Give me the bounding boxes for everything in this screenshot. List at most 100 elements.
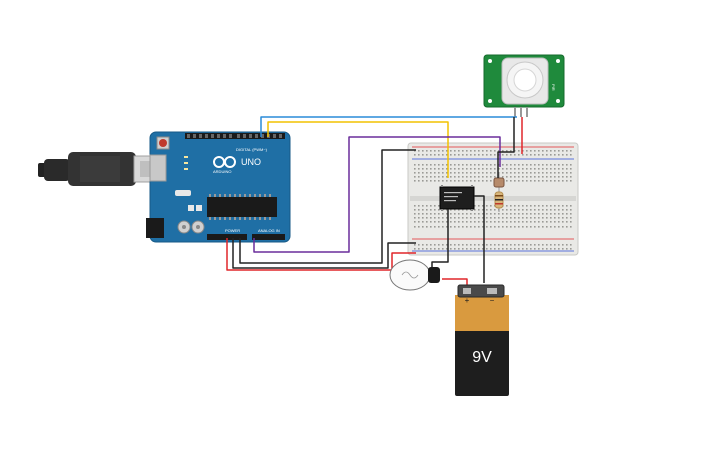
breadboard-hole (438, 164, 440, 166)
breadboard-hole (506, 221, 508, 223)
breadboard-hole (550, 217, 552, 219)
breadboard-hole (422, 180, 424, 182)
breadboard-hole (502, 213, 504, 215)
breadboard-hole (530, 244, 532, 246)
pir-motion-sensor[interactable]: PIR (483, 54, 565, 117)
breadboard-hole (498, 164, 500, 166)
breadboard-hole (554, 164, 556, 166)
breadboard-hole (546, 180, 548, 182)
breadboard-hole (494, 176, 496, 178)
breadboard-hole (486, 205, 488, 207)
breadboard-hole (522, 213, 524, 215)
breadboard-hole (534, 176, 536, 178)
breadboard-hole (474, 205, 476, 207)
wire-black-relay-battery[interactable] (474, 195, 485, 283)
breadboard-hole (458, 180, 460, 182)
breadboard-hole (430, 180, 432, 182)
breadboard-hole (538, 248, 540, 250)
breadboard-hole (490, 244, 492, 246)
breadboard-hole (446, 150, 448, 152)
breadboard-hole (434, 248, 436, 250)
battery-positive-terminal[interactable] (463, 288, 471, 294)
light-bulb-icon[interactable] (389, 259, 440, 291)
breadboard-hole (510, 176, 512, 178)
breadboard-hole (514, 213, 516, 215)
breadboard-hole (474, 168, 476, 170)
breadboard-hole (490, 248, 492, 250)
breadboard-hole (534, 168, 536, 170)
battery-9v[interactable]: + − 9V (455, 284, 509, 396)
breadboard-hole (530, 217, 532, 219)
breadboard-hole (506, 180, 508, 182)
wire-black-upper[interactable] (239, 149, 416, 264)
wire-blue[interactable] (260, 116, 517, 137)
breadboard-hole (514, 180, 516, 182)
breadboard-hole (478, 154, 480, 156)
smd-components (175, 190, 202, 211)
breadboard-hole (490, 150, 492, 152)
breadboard-hole (542, 164, 544, 166)
breadboard-hole (450, 226, 452, 228)
breadboard-hole (478, 205, 480, 207)
breadboard-hole (570, 205, 572, 207)
breadboard-hole (522, 221, 524, 223)
breadboard-hole (546, 217, 548, 219)
breadboard-hole (498, 150, 500, 152)
arduino-uno-board[interactable]: DIGITAL (PWM~) UNO ARDUINO (146, 131, 291, 243)
usb-cable[interactable] (38, 152, 159, 186)
breadboard-hole (442, 217, 444, 219)
wire-black-pir[interactable] (497, 117, 515, 178)
reset-button[interactable] (156, 136, 170, 150)
wire-black-bulb[interactable] (431, 209, 449, 270)
digital-pin-header[interactable] (185, 133, 285, 139)
breadboard-hole (494, 209, 496, 211)
breadboard-hole (558, 209, 560, 211)
breadboard-hole (502, 150, 504, 152)
breadboard-hole (434, 168, 436, 170)
breadboard-hole (566, 172, 568, 174)
breadboard-hole (518, 154, 520, 156)
breadboard-hole (534, 209, 536, 211)
relay-module[interactable] (439, 185, 475, 211)
photoresistor[interactable] (493, 177, 505, 188)
breadboard-hole (558, 205, 560, 207)
breadboard-hole (478, 226, 480, 228)
breadboard-hole (554, 209, 556, 211)
breadboard-hole (530, 168, 532, 170)
breadboard-hole (430, 221, 432, 223)
breadboard-hole (490, 172, 492, 174)
breadboard-hole (570, 217, 572, 219)
breadboard-hole (450, 217, 452, 219)
breadboard-hole (470, 221, 472, 223)
analog-pin-header[interactable] (252, 234, 285, 240)
breadboard-hole (478, 217, 480, 219)
wire-yellow[interactable] (267, 121, 449, 178)
breadboard-hole (482, 217, 484, 219)
breadboard-hole (462, 150, 464, 152)
breadboard-hole (434, 150, 436, 152)
breadboard-hole (462, 221, 464, 223)
breadboard-hole (506, 217, 508, 219)
breadboard[interactable] (407, 142, 579, 256)
breadboard-hole (502, 217, 504, 219)
breadboard-hole (426, 226, 428, 228)
breadboard-hole (442, 180, 444, 182)
wire-black-lower[interactable] (232, 238, 416, 269)
breadboard-hole (514, 150, 516, 152)
power-pin-header[interactable] (207, 234, 247, 240)
breadboard-hole (546, 168, 548, 170)
breadboard-hole (466, 180, 468, 182)
breadboard-hole (510, 248, 512, 250)
breadboard-hole (486, 217, 488, 219)
breadboard-hole (570, 221, 572, 223)
breadboard-hole (422, 209, 424, 211)
breadboard-hole (414, 164, 416, 166)
breadboard-hole (510, 217, 512, 219)
breadboard-hole (426, 244, 428, 246)
breadboard-hole (414, 154, 416, 156)
battery-negative-terminal[interactable] (487, 288, 497, 294)
breadboard-hole (506, 154, 508, 156)
breadboard-hole (470, 213, 472, 215)
wire-purple-bottom[interactable] (253, 238, 350, 253)
breadboard-hole (510, 209, 512, 211)
